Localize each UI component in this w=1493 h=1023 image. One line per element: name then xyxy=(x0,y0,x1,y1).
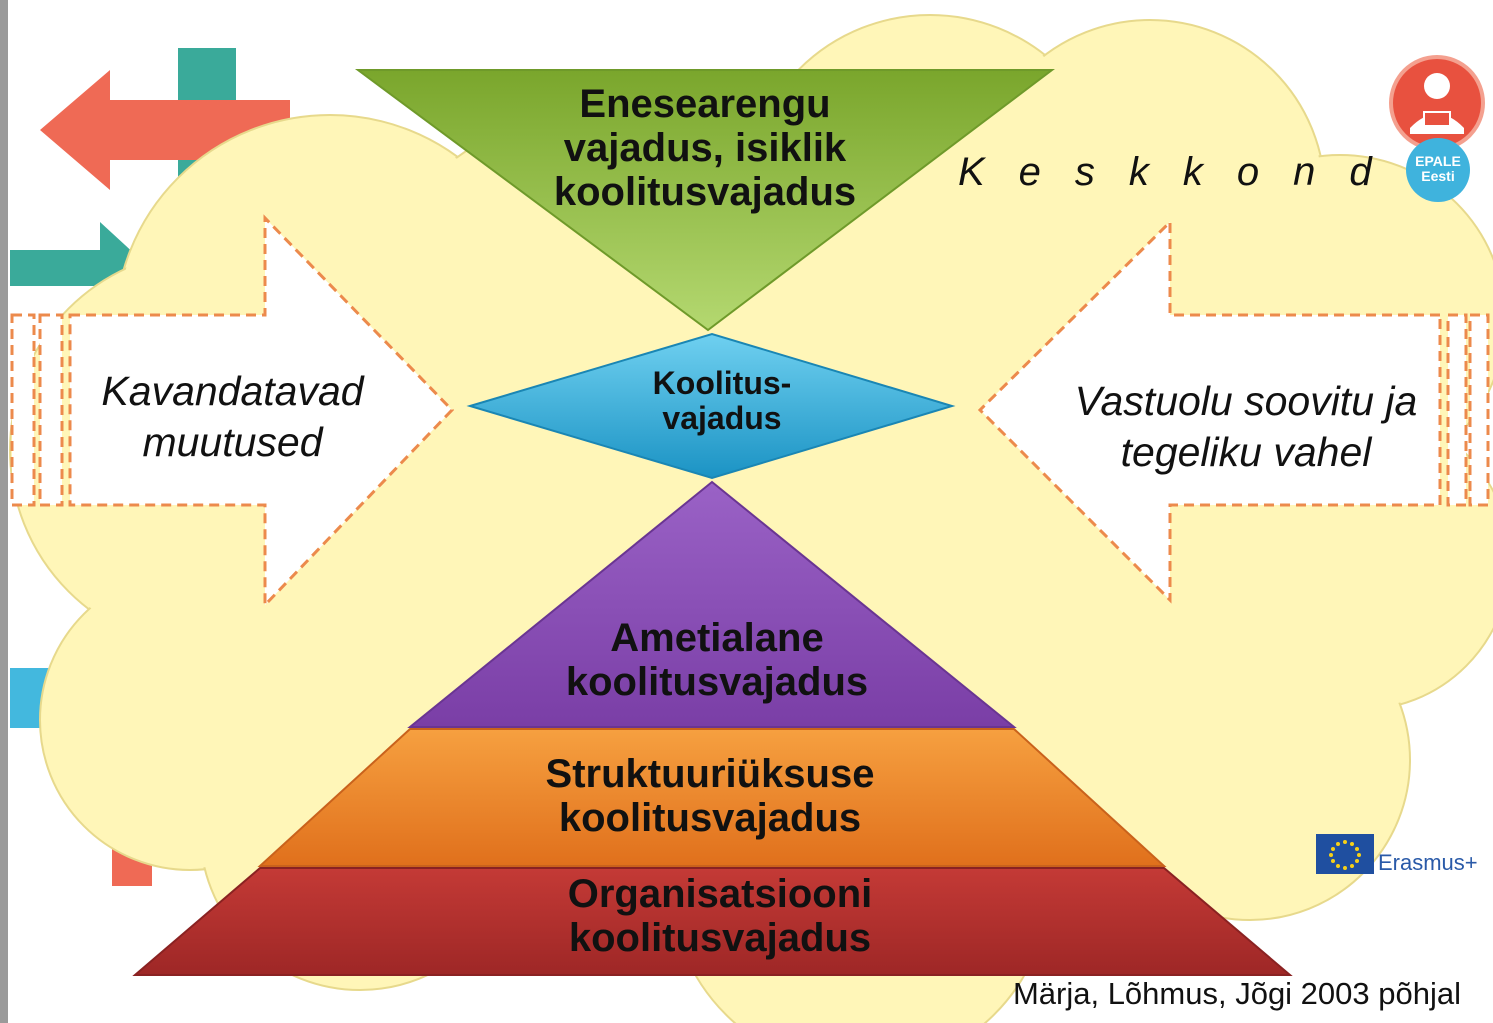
left-arrow-shape xyxy=(10,214,455,609)
left-arrow-label: Kavandatavad muutused xyxy=(101,368,364,466)
eu-flag-icon xyxy=(1316,834,1374,874)
epale-logo-text: EPALE Eesti xyxy=(1415,153,1461,184)
pyramid-middle-label: Struktuuriüksuse koolitusvajadus xyxy=(545,752,875,840)
pyramid-middle-layer xyxy=(257,728,1167,867)
erasmus-logo-text: Erasmus+ xyxy=(1378,850,1478,875)
right-arrow-label: Vastuolu soovitu ja tegeliku vahel xyxy=(1074,378,1418,476)
epale-logo xyxy=(1389,55,1485,202)
center-diamond xyxy=(466,332,956,480)
top-triangle-label: Enesearengu vajadus, isiklik koolitusvaj… xyxy=(553,82,857,214)
pyramid-top-label: Ametialane koolitusvajadus xyxy=(565,616,869,704)
pyramid-top-layer xyxy=(407,480,1017,728)
environment-label: Keskkond xyxy=(958,150,1406,194)
pyramid-bottom-layer xyxy=(132,867,1293,976)
top-triangle xyxy=(354,69,1055,332)
right-arrow-shape xyxy=(977,218,1490,604)
pyramid-bottom-label: Organisatsiooni koolitusvajadus xyxy=(567,872,873,960)
source-credit: Märja, Lõhmus, Jõgi 2003 põhjal xyxy=(1012,976,1461,1011)
person-reading-icon xyxy=(1424,73,1450,99)
center-diamond-label: Koolitus- vajadus xyxy=(652,365,792,437)
